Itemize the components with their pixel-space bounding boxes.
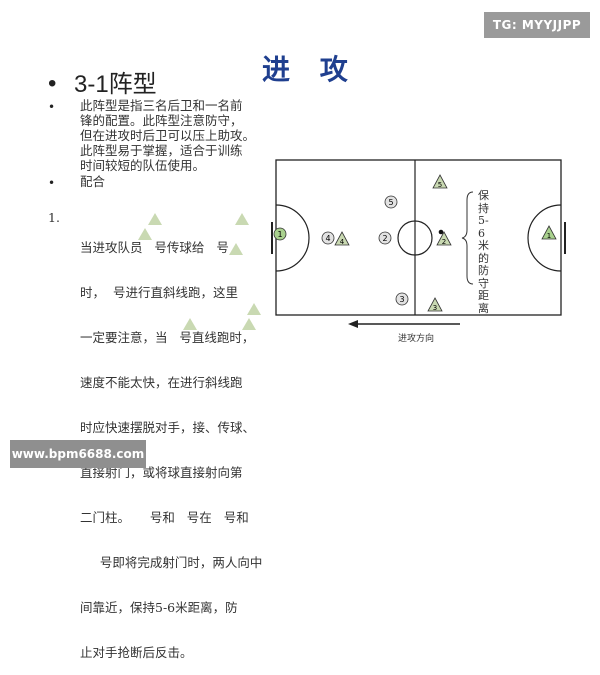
item-number: 1.: [48, 210, 60, 225]
player-number: 3: [433, 304, 437, 312]
attacker-player: [384, 195, 398, 209]
field-outline: [275, 159, 562, 316]
player-number: 4: [325, 234, 330, 243]
description-bullet: •: [48, 100, 56, 114]
attacker-player: [378, 231, 392, 245]
formation-description: 此阵型是指三名后卫和一名前 锋的配置。此阵型注意防守， 但在进攻时后卫可以压上助…: [80, 98, 280, 173]
right-penalty-arc: [527, 204, 562, 272]
player-number: 5: [388, 198, 393, 207]
description-line: 此阵型是指三名后卫和一名前: [80, 98, 243, 113]
inline-player-marker-icon: [148, 213, 162, 225]
tactic-line: 时应快速摆脱对手，接、传球、: [80, 420, 256, 435]
tactic-line: 号即将完成射门时，两人向中: [80, 555, 263, 570]
watermark-top: TG: MYYJJPP: [484, 12, 590, 38]
attack-direction-label: 进攻方向: [398, 334, 435, 344]
formation-heading: 3-1阵型: [74, 71, 157, 98]
player-number: 3: [399, 295, 404, 304]
defender-keeper-icon: [541, 225, 557, 240]
defender-player-icon: [334, 231, 350, 246]
attacker-keeper: [273, 227, 287, 241]
tactic-line: 速度不能太快，在进行斜线跑: [80, 375, 243, 390]
defender-player-icon: [432, 174, 448, 189]
combo-bullet: •: [48, 176, 56, 190]
inline-player-marker-icon: [182, 318, 197, 330]
attacker-player: [321, 231, 335, 245]
futsal-field-diagram: 1 1 5 4 2 3 5 4 2 3: [271, 159, 566, 328]
tactic-line: 时， 号进行直斜线跑，这里: [80, 285, 238, 300]
inline-player-marker-icon: [229, 243, 244, 255]
description-line: 但在进攻时后卫可以压上助攻。: [80, 128, 256, 143]
tactic-line: 止对手抢断后反击。: [80, 645, 193, 660]
inline-player-marker-icon: [247, 303, 262, 315]
player-number: 2: [382, 234, 387, 243]
tactic-line: 二门柱。 号和 号在 号和: [80, 510, 249, 525]
player-number: 1: [277, 230, 282, 239]
center-circle: [397, 220, 433, 256]
attacker-player: [395, 292, 409, 306]
combo-label: 配合: [80, 174, 106, 189]
defender-player-icon: [427, 297, 443, 312]
tactic-line: 一定要注意，当 号直线跑时，: [80, 330, 255, 345]
slide-title: 进 攻: [262, 53, 358, 86]
player-number: 1: [547, 232, 551, 240]
inline-player-marker-icon: [138, 228, 153, 240]
tactic-line: 直接射门，或将球直接射向第: [80, 465, 243, 480]
ball-icon: [438, 229, 444, 235]
distance-brace: [461, 191, 474, 285]
player-number: 2: [442, 238, 446, 246]
description-line: 锋的配置。此阵型注意防守，: [80, 113, 243, 128]
defender-player-icon: [436, 231, 452, 246]
left-penalty-arc: [275, 204, 310, 272]
description-line: 时间较短的队伍使用。: [80, 158, 206, 173]
defense-distance-label: 保持5-6米的防守距离: [478, 189, 489, 315]
heading-bullet: •: [48, 70, 57, 97]
player-number: 4: [340, 238, 345, 246]
tactic-line: 当进攻队员 号传球给 号: [80, 240, 229, 255]
inline-player-marker-icon: [235, 213, 250, 225]
inline-player-marker-icon: [241, 318, 256, 330]
player-number: 5: [438, 181, 442, 189]
direction-arrow-icon: [348, 320, 358, 328]
watermark-bottom: www.bpm6688.com: [10, 440, 146, 468]
description-line: 此阵型易于掌握，适合于训练: [80, 143, 243, 158]
tactic-line: 间靠近，保持5-6米距离，防: [80, 600, 238, 615]
